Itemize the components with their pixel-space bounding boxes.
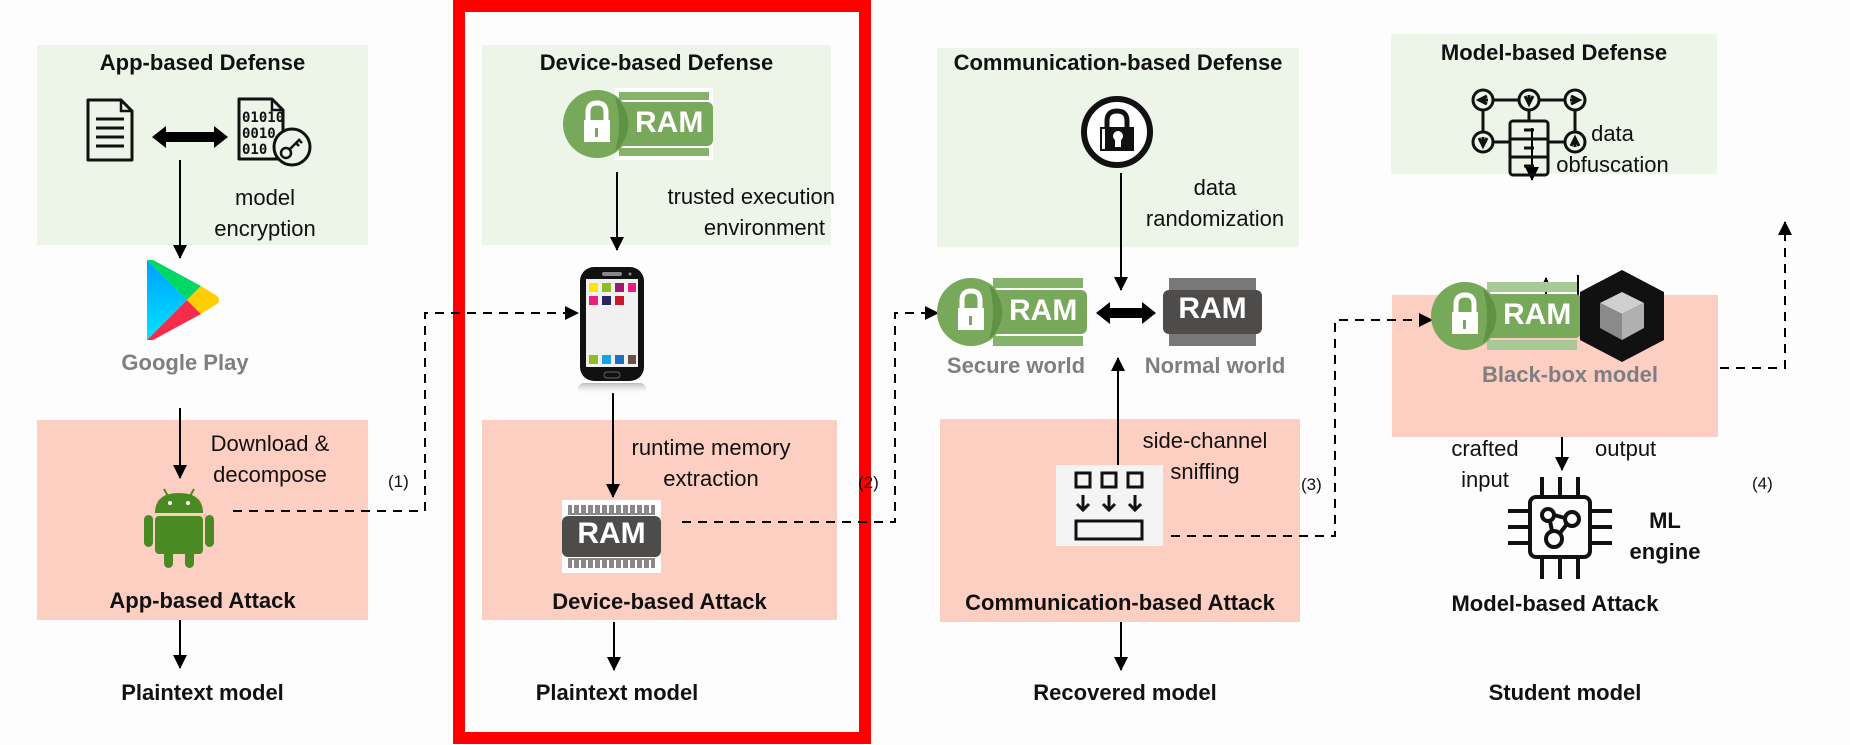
communication-defense-label: data randomization bbox=[1135, 172, 1295, 234]
model-input-label: crafted input bbox=[1440, 433, 1530, 495]
link-1-number: (1) bbox=[388, 472, 409, 491]
model-output-label: output bbox=[1595, 436, 1657, 461]
smartphone-icon bbox=[578, 267, 646, 395]
communication-defense-label-line2: randomization bbox=[1145, 206, 1285, 231]
device-defense-label-line1: trusted execution bbox=[667, 184, 835, 209]
model-defense-label-line2: obfuscation bbox=[1556, 152, 1669, 177]
ml-engine-label-line2: engine bbox=[1629, 539, 1701, 564]
android-icon bbox=[144, 488, 214, 568]
exposed-ram-chip: RAM bbox=[562, 500, 661, 573]
ml-engine-label-line1: ML bbox=[1649, 508, 1681, 533]
app-attack-label-line2: decompose bbox=[213, 462, 327, 487]
secure-ram-chip: RAM bbox=[563, 88, 715, 160]
device-highlight-frame bbox=[453, 0, 871, 744]
black-box-cube-icon bbox=[1580, 270, 1664, 362]
normal-world-label: Normal world bbox=[1144, 353, 1286, 378]
google-play-icon bbox=[147, 260, 219, 340]
model-defense-label: data obfuscation bbox=[1540, 118, 1685, 180]
model-defense-panel bbox=[1391, 34, 1717, 174]
app-result: Plaintext model bbox=[121, 680, 284, 705]
model-input-label-line2: input bbox=[1461, 467, 1509, 492]
secure-world-chip: RAM bbox=[937, 276, 1089, 348]
communication-result: Recovered model bbox=[1033, 680, 1217, 705]
side-channel-sniffing-icon bbox=[1056, 465, 1163, 546]
protected-ram-chip: RAM bbox=[1431, 280, 1583, 352]
app-attack-title: App-based Attack bbox=[109, 588, 296, 613]
secure-world-label: Secure world bbox=[946, 353, 1086, 378]
communication-attack-label: side-channel sniffing bbox=[1130, 425, 1280, 487]
secure-ram-chip-text: RAM bbox=[635, 106, 704, 139]
exposed-ram-chip-text: RAM bbox=[577, 517, 646, 550]
ml-engine-chip-icon bbox=[1508, 477, 1612, 579]
link-3-dashed bbox=[1171, 313, 1433, 537]
device-defense-title: Device-based Defense bbox=[539, 50, 774, 75]
model-result: Student model bbox=[1488, 680, 1642, 705]
app-defense-panel bbox=[37, 45, 368, 245]
app-defense-label-line1: model bbox=[235, 185, 295, 210]
link-4-dashed bbox=[1720, 221, 1792, 369]
black-box-model-label: Black-box model bbox=[1481, 362, 1659, 387]
app-attack-label-line1: Download & bbox=[210, 431, 330, 456]
protected-ram-chip-icon bbox=[1431, 282, 1581, 350]
normal-world-chip-icon bbox=[1163, 278, 1262, 346]
communication-defense-label-line1: data bbox=[1193, 175, 1237, 200]
app-defense-label-line2: encryption bbox=[214, 216, 316, 241]
data-obfuscation-flow-icon bbox=[1471, 88, 1587, 177]
secure-world-chip-text: RAM bbox=[1009, 294, 1078, 327]
model-input-label-line1: crafted bbox=[1451, 436, 1519, 461]
device-attack-title: Device-based Attack bbox=[552, 589, 767, 614]
app-double-arrow bbox=[152, 126, 228, 148]
normal-world-chip-text: RAM bbox=[1178, 292, 1247, 325]
document-icon bbox=[86, 98, 134, 162]
communication-defense-title: Communication-based Defense bbox=[953, 50, 1283, 75]
device-defense-label: trusted execution environment bbox=[635, 181, 835, 243]
model-defense-label-line1: data bbox=[1591, 121, 1634, 146]
protected-ram-chip-text: RAM bbox=[1503, 298, 1572, 331]
app-attack-label: Download & decompose bbox=[190, 428, 350, 490]
secure-world-chip-icon bbox=[937, 278, 1087, 346]
app-defense-title: App-based Defense bbox=[99, 50, 306, 75]
link-3-number: (3) bbox=[1301, 475, 1322, 494]
svg-text:010: 010 bbox=[242, 142, 267, 158]
device-attack-label: runtime memory extraction bbox=[616, 432, 806, 494]
svg-text:0010: 0010 bbox=[242, 126, 276, 142]
lock-circle-icon bbox=[1081, 96, 1153, 168]
secure-ram-chip-icon bbox=[563, 88, 713, 160]
link-1-dashed bbox=[233, 306, 579, 512]
device-attack-label-line2: extraction bbox=[663, 466, 759, 491]
communication-double-arrow bbox=[1096, 302, 1156, 324]
svg-text:01010: 01010 bbox=[242, 110, 284, 126]
model-defense-title: Model-based Defense bbox=[1440, 40, 1668, 65]
ml-engine-label: ML engine bbox=[1625, 505, 1705, 567]
device-defense-label-line2: environment bbox=[703, 215, 825, 240]
link-2-number: (2) bbox=[858, 473, 879, 492]
google-play-label: Google Play bbox=[121, 350, 249, 375]
encrypted-binary-key-icon: 01010 0010 010 bbox=[237, 97, 312, 167]
device-result: Plaintext model bbox=[535, 680, 699, 705]
normal-world-chip: RAM bbox=[1163, 278, 1262, 346]
device-attack-label-line1: runtime memory bbox=[631, 435, 791, 460]
communication-attack-label-line2: sniffing bbox=[1170, 459, 1240, 484]
model-attack-title: Model-based Attack bbox=[1451, 591, 1659, 616]
exposed-ram-chip-icon bbox=[562, 500, 661, 573]
link-4-number: (4) bbox=[1752, 474, 1773, 493]
app-defense-label: model encryption bbox=[190, 182, 340, 244]
communication-attack-title: Communication-based Attack bbox=[965, 590, 1275, 615]
communication-attack-label-line1: side-channel bbox=[1142, 428, 1268, 453]
